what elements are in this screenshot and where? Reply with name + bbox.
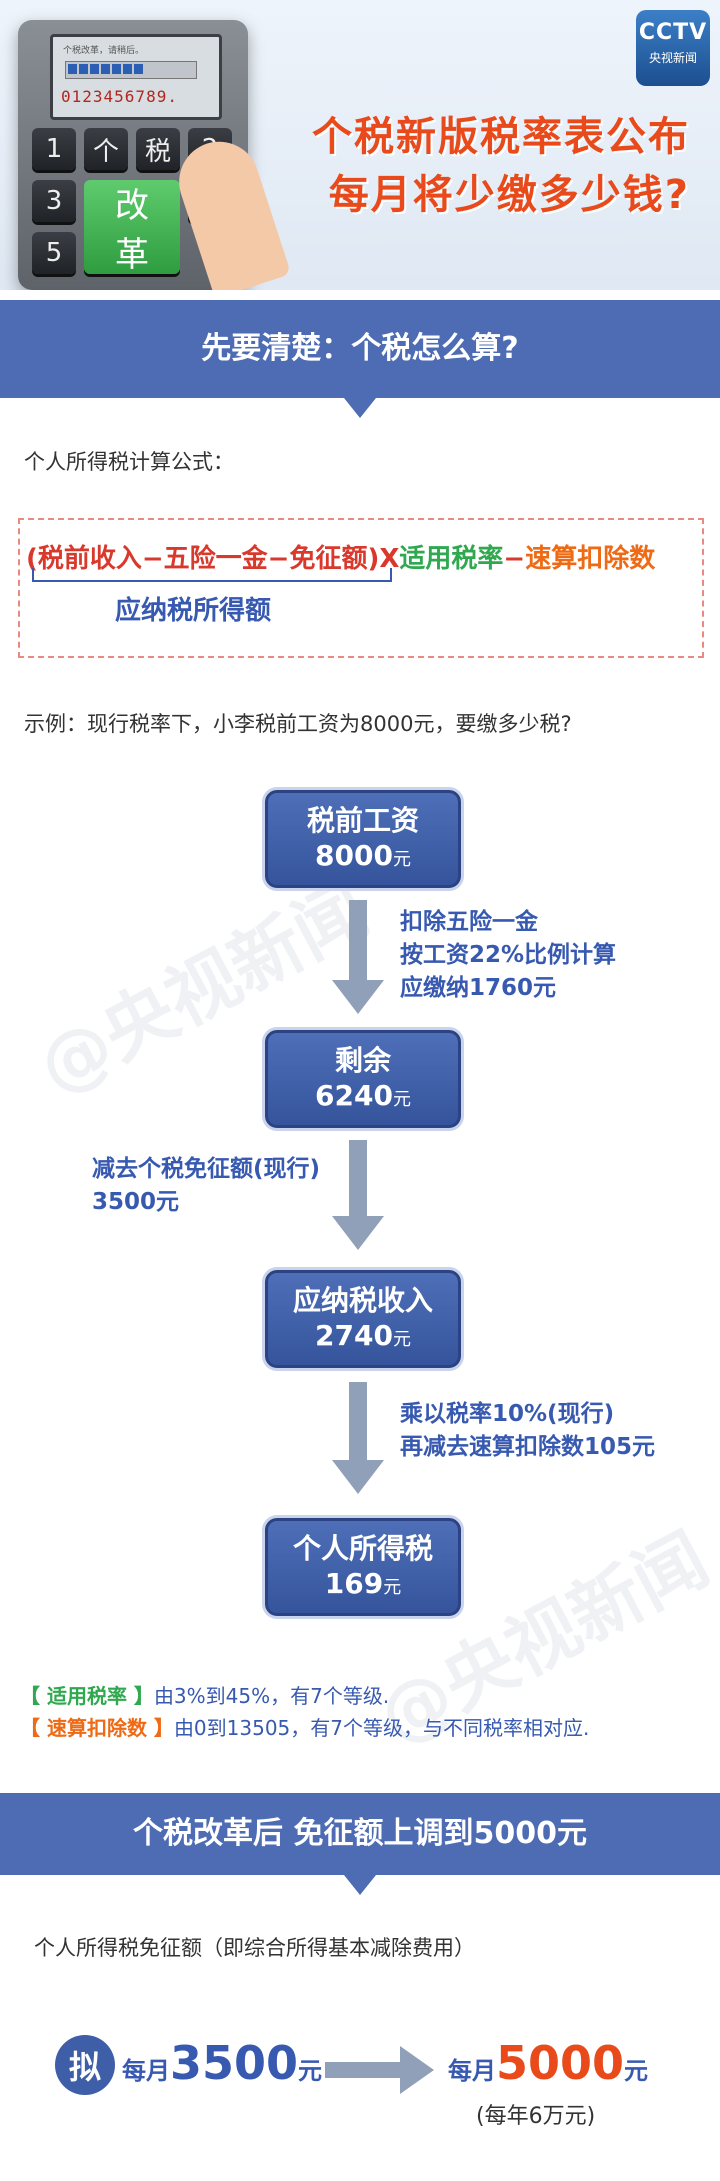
- note-deduction-tag: 【 速算扣除数 】: [20, 1716, 174, 1740]
- node-unit: 元: [392, 849, 411, 870]
- calculator-progress-bar: [65, 61, 197, 79]
- step-line: 减去个税免征额(现行): [92, 1156, 321, 1182]
- note-deduction-text: 由0到13505，有7个等级，与不同税率相对应.: [173, 1716, 590, 1740]
- calc-key-3: 3: [32, 180, 76, 222]
- flow-arrow-1: [332, 900, 384, 1015]
- node-unit: 元: [392, 1329, 411, 1350]
- formula-part3: 速算扣除数: [525, 544, 656, 574]
- step-line: 乘以税率10%(现行): [400, 1401, 615, 1427]
- node-title: 个人所得税: [292, 1532, 433, 1565]
- formula-underbrace-label: 应纳税所得额: [115, 596, 272, 626]
- node-title: 税前工资: [306, 804, 419, 837]
- flow-step-2: 减去个税免征额(现行) 3500元: [92, 1153, 320, 1219]
- step-line: 扣除五险一金: [400, 909, 538, 935]
- new-prefix: 每月: [448, 2057, 496, 2085]
- calc-key-ge: 个: [84, 128, 128, 170]
- flow-arrow-2: [332, 1140, 384, 1255]
- node-title: 剩余: [334, 1044, 391, 1077]
- formula-underbrace: [32, 568, 392, 582]
- compare-arrow-head: [400, 2046, 434, 2094]
- node-value: 8000: [315, 839, 393, 872]
- compare-arrow-shaft: [325, 2062, 403, 2078]
- formula-box: [18, 518, 704, 658]
- flow-node-remain: 剩余 6240元: [265, 1030, 461, 1128]
- formula: (税前收入−五险一金−免征额)X适用税率−速算扣除数: [26, 538, 655, 575]
- flow-step-1: 扣除五险一金 按工资22%比例计算 应缴纳1760元: [400, 906, 616, 1005]
- calculator-screen: 个税改革，请稍后。 0123456789.: [50, 34, 222, 120]
- title-line-2: 每月将少缴多少钱?: [328, 172, 690, 218]
- proposed-badge: 拟: [55, 2035, 115, 2095]
- old-value: 3500: [170, 2036, 299, 2090]
- note-tax-rate-text: 由3%到45%，有7个等级.: [153, 1684, 390, 1708]
- section2-banner: 个税改革后 免征额上调到5000元: [0, 1793, 720, 1875]
- node-value: 2740: [315, 1319, 393, 1352]
- cctv-logo-text: CCTV: [638, 20, 708, 45]
- notes: 【 适用税率 】由3%到45%，有7个等级. 【 速算扣除数 】由0到13505…: [20, 1680, 589, 1744]
- calc-key-1: 1: [32, 128, 76, 170]
- flow-node-taxable: 应纳税收入 2740元: [265, 1270, 461, 1368]
- calculator-image: 个税改革，请稍后。 0123456789. 1 个 税 2 3 改 革 4 5: [18, 20, 248, 290]
- node-title: 应纳税收入: [292, 1284, 433, 1317]
- old-amount: 每月3500元: [122, 2036, 322, 2090]
- node-value: 6240: [315, 1079, 393, 1112]
- calculator-screen-text: 个税改革，请稍后。: [63, 46, 145, 56]
- note-tax-rate-tag: 【 适用税率 】: [20, 1684, 154, 1708]
- formula-part1: (税前收入−五险一金−免征额): [26, 544, 380, 574]
- calc-key-ge2: 革: [115, 235, 149, 275]
- new-amount: 每月5000元: [448, 2036, 648, 2090]
- example-text: 示例：现行税率下，小李税前工资为8000元，要缴多少税?: [24, 712, 572, 736]
- old-unit: 元: [298, 2057, 323, 2085]
- node-unit: 元: [392, 1089, 411, 1110]
- cctv-logo-sub: 央视新闻: [648, 51, 697, 65]
- flow-arrow-3: [332, 1382, 384, 1497]
- old-prefix: 每月: [122, 2057, 170, 2085]
- section1-banner-pointer: [344, 398, 376, 418]
- step-line: 再减去速算扣除数105元: [400, 1434, 656, 1460]
- title-line-1: 个税新版税率表公布: [312, 114, 690, 160]
- node-value: 169: [324, 1567, 384, 1600]
- flow-node-pretax: 税前工资 8000元: [265, 790, 461, 888]
- step-line: 按工资22%比例计算: [400, 942, 617, 968]
- flow-step-3: 乘以税率10%(现行) 再减去速算扣除数105元: [400, 1398, 655, 1464]
- formula-minus: −: [503, 544, 526, 574]
- page-title: 个税新版税率表公布 每月将少缴多少钱?: [312, 108, 690, 224]
- new-value: 5000: [496, 2036, 625, 2090]
- calculator-digits: 0123456789.: [61, 87, 178, 106]
- formula-label: 个人所得税计算公式：: [24, 450, 234, 474]
- calc-key-shui: 税: [136, 128, 180, 170]
- calc-key-gaige: 改 革: [84, 180, 180, 275]
- formula-part2: 适用税率: [399, 544, 504, 574]
- formula-times: X: [379, 544, 400, 574]
- calc-key-gai: 改: [115, 186, 149, 226]
- hero-header: 个税改革，请稍后。 0123456789. 1 个 税 2 3 改 革 4 5 …: [0, 0, 720, 290]
- flow-node-tax: 个人所得税 169元: [265, 1518, 461, 1616]
- calc-key-5: 5: [32, 232, 76, 274]
- new-annual-note: (每年6万元): [476, 2104, 596, 2129]
- section2-banner-pointer: [344, 1875, 376, 1895]
- node-unit: 元: [383, 1577, 402, 1598]
- section1-banner: 先要清楚：个税怎么算?: [0, 300, 720, 398]
- step-line: 应缴纳1760元: [400, 975, 557, 1001]
- step-line: 3500元: [92, 1189, 180, 1215]
- cctv-logo: CCTV 央视新闻: [636, 10, 710, 86]
- new-unit: 元: [624, 2057, 649, 2085]
- exemption-desc: 个人所得税免征额（即综合所得基本减除费用）: [34, 1936, 475, 1960]
